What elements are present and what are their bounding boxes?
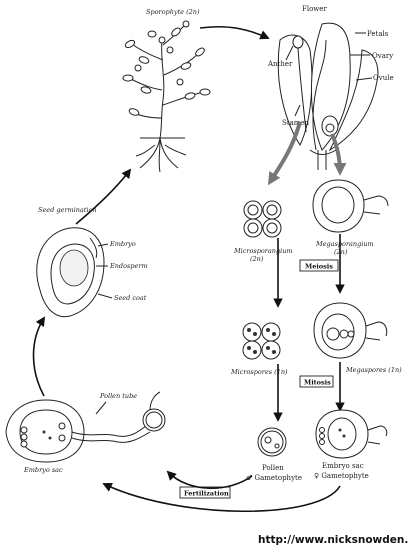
megaspores-label: Megaspores (1n) xyxy=(345,366,402,374)
embryo-sac-gametophyte-label: Embryo sac xyxy=(322,462,364,470)
embryo-sac-female-drawing xyxy=(316,410,387,458)
sporophyte-plant xyxy=(123,21,210,172)
pollen-label: Pollen xyxy=(262,464,284,472)
pollen-drawing xyxy=(258,428,286,456)
arrow-flower-to-microsporangium xyxy=(270,122,300,182)
male-gametophyte-label: ♂ Gametophyte xyxy=(246,474,302,482)
seed-germination-label: Seed germination xyxy=(38,206,97,214)
female-gametophyte-label: ♀ Gametophyte xyxy=(314,472,369,480)
embryo-sac-label: Embryo sac xyxy=(23,466,63,474)
ovule-label: Ovule xyxy=(373,74,394,82)
arrow-plant-to-flower xyxy=(200,27,268,38)
mitosis-label: Mitosis xyxy=(304,379,331,387)
microspores-drawing xyxy=(243,323,280,359)
seed-drawing xyxy=(37,228,104,317)
fertilization-label: Fertilization xyxy=(184,490,229,498)
pollen-tube-label: Pollen tube xyxy=(99,392,137,400)
anther-label: Anther xyxy=(267,60,293,68)
flower-drawing xyxy=(278,23,378,170)
meiosis-label: Meiosis xyxy=(305,263,333,271)
microsporangium-drawing xyxy=(244,201,281,237)
arrow-seed-to-sporophyte xyxy=(76,170,130,224)
stamen-label: Stamen xyxy=(282,119,310,127)
megaspores-drawing xyxy=(314,303,387,358)
microsporangium-label: Microsporangium xyxy=(233,247,293,255)
megasporangium-ploidy: (2n) xyxy=(334,248,348,256)
arrow-pollen-to-fertilization xyxy=(168,472,252,488)
sporophyte-label: Sporophyte (2n) xyxy=(146,8,200,16)
endosperm-label: Endosperm xyxy=(109,262,148,270)
arrow-fertilization-to-seed xyxy=(34,318,45,396)
flower-label: Flower xyxy=(302,5,327,13)
pollen-tube-drawing xyxy=(6,392,165,462)
megasporangium-drawing xyxy=(313,180,388,232)
microsporangium-ploidy: (2n) xyxy=(250,255,264,263)
microspores-label: Microspores (1n) xyxy=(230,368,288,376)
embryo-label: Embryo xyxy=(109,240,136,248)
petals-label: Petals xyxy=(367,30,389,38)
ovary-label: Ovary xyxy=(372,52,393,60)
seed-coat-label: Seed coat xyxy=(114,294,147,302)
source-url: http://www.nicksnowden.net xyxy=(258,534,409,546)
megasporangium-label: Megasporangium xyxy=(315,240,374,248)
